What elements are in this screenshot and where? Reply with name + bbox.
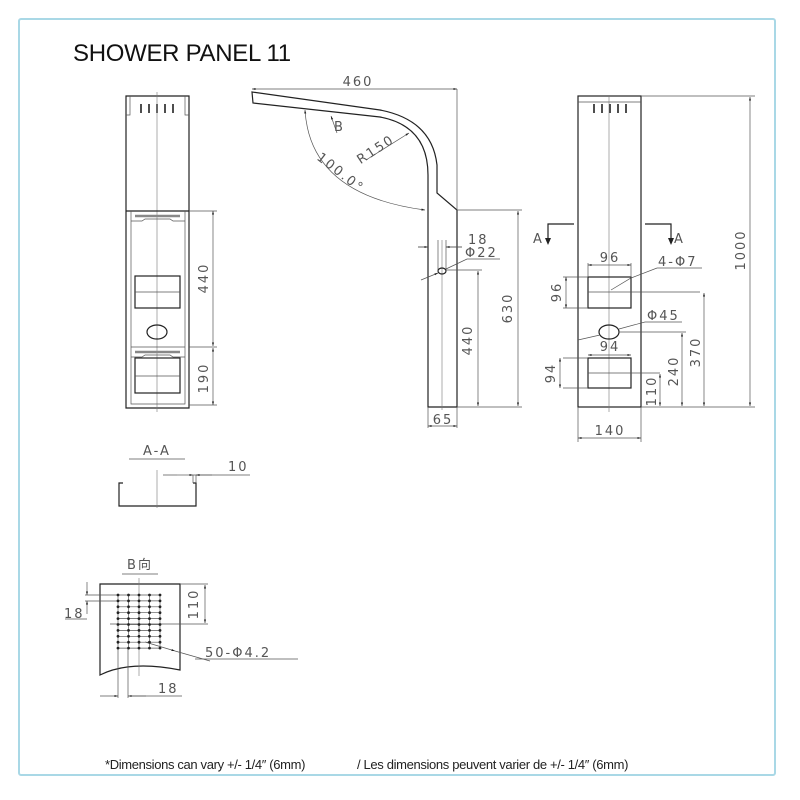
dim-hole-diameter: Φ22	[465, 246, 498, 261]
spray-hole	[158, 634, 162, 638]
spray-hole	[116, 599, 120, 603]
dim-94-width: 94	[600, 340, 621, 355]
side-view: 460 B R150 100.0° 18 Φ22 440 630 65	[251, 75, 522, 428]
spray-hole	[158, 640, 162, 644]
spray-hole	[158, 605, 162, 609]
spray-hole	[158, 623, 162, 626]
spray-hole	[116, 605, 120, 609]
view-b: B向 18 110 50-Φ4.2 18	[64, 557, 298, 698]
spray-hole	[116, 646, 120, 650]
spray-hole	[148, 634, 151, 638]
spray-hole	[116, 623, 120, 626]
drawing-title: SHOWER PANEL 11	[73, 40, 291, 67]
spray-hole	[127, 617, 130, 620]
spray-hole	[148, 640, 151, 644]
dim-370: 370	[689, 337, 704, 368]
spray-hole	[158, 617, 162, 620]
dim-10: 10	[228, 460, 249, 475]
dim-50-holes: 50-Φ4.2	[205, 646, 271, 661]
dim-240: 240	[667, 356, 682, 387]
dim-96-width: 96	[600, 251, 621, 266]
dim-190: 190	[197, 363, 212, 394]
section-a-a-title: A-A	[143, 444, 171, 459]
footnote-english: *Dimensions can vary +/- 1/4″ (6mm)	[105, 757, 306, 772]
dim-94-height: 94	[544, 363, 559, 384]
spray-hole	[127, 646, 130, 650]
dim-18-bottom: 18	[158, 682, 179, 697]
dim-440-side: 440	[461, 325, 476, 356]
front-right-view: A A 96 96 4-Φ7 Φ45 94 94 110 240 370 100…	[533, 95, 755, 442]
front-left-view: 440 190	[125, 92, 217, 412]
spray-hole	[137, 640, 141, 644]
spray-hole	[127, 605, 130, 609]
section-marker-a-right: A	[674, 232, 685, 247]
spray-hole	[148, 599, 151, 603]
dim-630: 630	[501, 293, 516, 324]
spray-hole	[127, 599, 130, 603]
spray-hole	[148, 593, 151, 597]
spray-hole	[137, 599, 141, 603]
hole-grid	[116, 593, 162, 650]
spray-hole	[127, 623, 130, 626]
dim-r150: R150	[354, 132, 397, 167]
spray-hole	[158, 593, 162, 597]
spray-hole	[158, 646, 162, 650]
spray-hole	[148, 623, 151, 626]
spray-hole	[116, 629, 120, 632]
spray-hole	[148, 646, 151, 650]
drawing-frame	[18, 18, 776, 776]
spray-hole	[127, 593, 130, 597]
spray-hole	[137, 634, 141, 638]
spray-hole	[137, 623, 141, 626]
spray-hole	[116, 593, 120, 597]
spray-hole	[137, 617, 141, 620]
spray-hole	[158, 599, 162, 603]
spray-hole	[127, 629, 130, 632]
dim-96-height: 96	[550, 282, 565, 303]
spray-hole	[137, 611, 141, 615]
spray-hole	[148, 629, 151, 632]
view-b-marker: B	[334, 120, 345, 135]
section-a-a: A-A 10	[118, 444, 250, 508]
spray-hole	[137, 593, 141, 597]
dim-460: 460	[343, 75, 374, 90]
dim-18-top: 18	[64, 607, 85, 622]
dim-440: 440	[197, 263, 212, 294]
section-marker-a-left: A	[533, 232, 544, 247]
spray-hole	[116, 640, 120, 644]
spray-hole	[137, 629, 141, 632]
footnote-french: / Les dimensions peuvent varier de +/- 1…	[357, 757, 629, 772]
spray-hole	[116, 634, 120, 638]
spray-hole	[158, 611, 162, 615]
dim-110: 110	[645, 376, 660, 407]
dim-1000: 1000	[734, 229, 749, 270]
spray-hole	[127, 640, 130, 644]
view-b-title: B向	[127, 557, 153, 573]
dim-18: 18	[468, 233, 489, 248]
spray-hole	[116, 611, 120, 615]
spray-hole	[116, 617, 120, 620]
dim-65: 65	[433, 413, 454, 428]
dim-140: 140	[595, 424, 626, 439]
dim-knob: Φ45	[647, 309, 680, 324]
spray-hole	[137, 646, 141, 650]
dim-110-b: 110	[187, 589, 202, 620]
spray-hole	[148, 617, 151, 620]
spray-hole	[127, 611, 130, 615]
spray-hole	[137, 605, 141, 609]
dim-4-holes: 4-Φ7	[658, 255, 697, 270]
spray-hole	[148, 611, 151, 615]
spray-hole	[148, 605, 151, 609]
spray-hole	[158, 629, 162, 632]
spray-hole	[127, 634, 130, 638]
